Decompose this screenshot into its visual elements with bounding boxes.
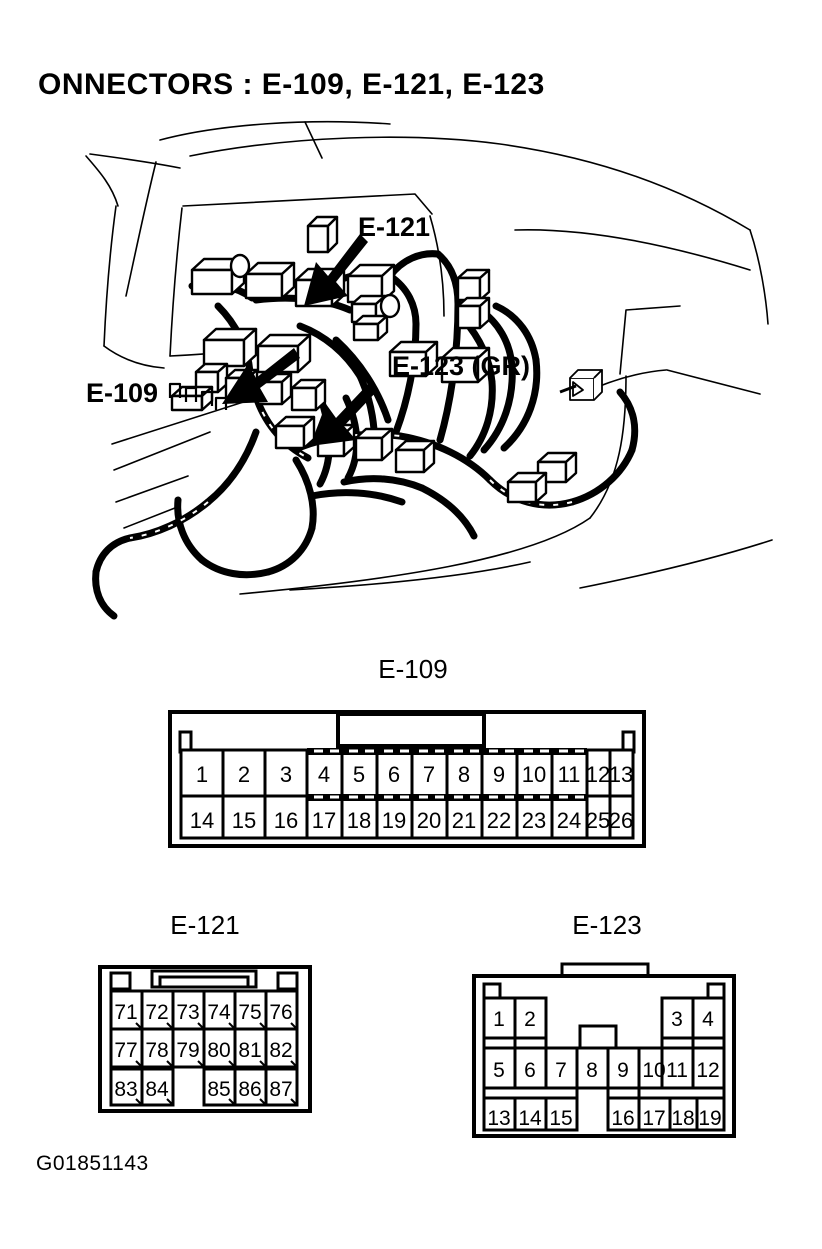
figure-id: G01851143 bbox=[36, 1152, 149, 1175]
pin-13: 13 bbox=[487, 1107, 510, 1130]
pin-80: 80 bbox=[207, 1039, 230, 1062]
pin-24: 24 bbox=[557, 808, 581, 833]
pin-6: 6 bbox=[388, 762, 400, 787]
callout-label-e121: E-121 bbox=[358, 212, 431, 242]
pin-2: 2 bbox=[524, 1008, 536, 1031]
pin-21: 21 bbox=[452, 808, 476, 833]
pin-72: 72 bbox=[145, 1001, 168, 1024]
pin-78: 78 bbox=[145, 1039, 168, 1062]
pin-75: 75 bbox=[238, 1001, 261, 1024]
connector-title-e121: E-121 bbox=[170, 910, 240, 940]
connector-title-e123: E-123 bbox=[572, 910, 642, 940]
pin-1: 1 bbox=[493, 1008, 505, 1031]
callout-label-e109: E-109 bbox=[86, 378, 159, 408]
pin-9: 9 bbox=[493, 762, 505, 787]
pin-3: 3 bbox=[280, 762, 292, 787]
pin-77: 77 bbox=[114, 1039, 137, 1062]
pin-79: 79 bbox=[176, 1039, 199, 1062]
pin-14: 14 bbox=[190, 808, 214, 833]
pin-8: 8 bbox=[458, 762, 470, 787]
connector-pinout-e109: 1 2 3 4 5 6 7 8 9 10 11 12 13 14 15 16 1… bbox=[168, 710, 646, 848]
pin-73: 73 bbox=[176, 1001, 199, 1024]
pin-17: 17 bbox=[312, 808, 336, 833]
pin-84: 84 bbox=[145, 1078, 169, 1101]
pin-15: 15 bbox=[232, 808, 256, 833]
pin-17: 17 bbox=[642, 1107, 665, 1130]
pin-18: 18 bbox=[671, 1107, 694, 1130]
pin-9: 9 bbox=[617, 1059, 629, 1082]
pin-16: 16 bbox=[611, 1107, 634, 1130]
pin-3: 3 bbox=[671, 1008, 683, 1031]
pin-86: 86 bbox=[238, 1078, 261, 1101]
pin-5: 5 bbox=[353, 762, 365, 787]
pin-14: 14 bbox=[518, 1107, 542, 1130]
page-title: ONNECTORS : E-109, E-121, E-123 bbox=[38, 68, 545, 101]
pin-19: 19 bbox=[382, 808, 406, 833]
pin-25: 25 bbox=[586, 808, 610, 833]
pin-19: 19 bbox=[698, 1107, 721, 1130]
callout-label-e123: E-123 (GR) bbox=[392, 351, 531, 381]
pin-5: 5 bbox=[493, 1059, 505, 1082]
pin-2: 2 bbox=[238, 762, 250, 787]
pin-23: 23 bbox=[522, 808, 546, 833]
pin-87: 87 bbox=[269, 1078, 292, 1101]
pin-85: 85 bbox=[207, 1078, 230, 1101]
pin-7: 7 bbox=[555, 1059, 567, 1082]
pin-76: 76 bbox=[269, 1001, 292, 1024]
pin-11: 11 bbox=[666, 1059, 688, 1082]
pin-16: 16 bbox=[274, 808, 298, 833]
pin-81: 81 bbox=[238, 1039, 261, 1062]
harness-illustration bbox=[60, 110, 800, 640]
pin-6: 6 bbox=[524, 1059, 536, 1082]
pin-71: 71 bbox=[114, 1001, 137, 1024]
pin-10: 10 bbox=[522, 762, 546, 787]
pin-83: 83 bbox=[114, 1078, 137, 1101]
pin-13: 13 bbox=[609, 762, 633, 787]
pin-18: 18 bbox=[347, 808, 371, 833]
pin-10: 10 bbox=[642, 1059, 665, 1082]
connector-title-e109: E-109 bbox=[378, 654, 448, 684]
pin-26: 26 bbox=[609, 808, 633, 833]
pin-4: 4 bbox=[702, 1008, 714, 1031]
pin-11: 11 bbox=[558, 762, 581, 787]
pin-22: 22 bbox=[487, 808, 511, 833]
pin-12: 12 bbox=[696, 1059, 719, 1082]
pin-7: 7 bbox=[423, 762, 435, 787]
connector-pinout-e123: 1 2 3 4 5 6 7 8 9 10 11 12 13 14 15 16 1… bbox=[470, 962, 738, 1140]
pin-4: 4 bbox=[318, 762, 330, 787]
pin-82: 82 bbox=[269, 1039, 292, 1062]
connector-pinout-e121: 71 72 73 74 75 76 77 78 79 80 81 82 83 8… bbox=[98, 965, 312, 1113]
pin-74: 74 bbox=[207, 1001, 231, 1024]
pin-1: 1 bbox=[196, 762, 208, 787]
pin-15: 15 bbox=[549, 1107, 572, 1130]
pin-8: 8 bbox=[586, 1059, 598, 1082]
pin-12: 12 bbox=[586, 762, 610, 787]
pin-20: 20 bbox=[417, 808, 441, 833]
